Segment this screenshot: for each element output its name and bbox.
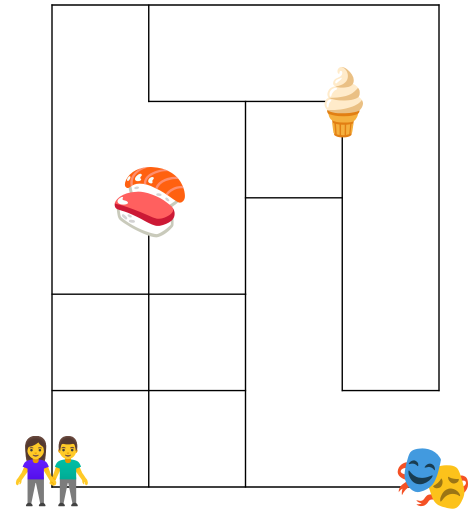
sushi-icon: 🍣 <box>110 164 190 240</box>
maze-pieces: 👫 🍣 🍦 🎭 <box>12 66 473 515</box>
couple-icon: 👫 <box>12 435 92 509</box>
theater-masks-icon: 🎭 <box>393 441 473 515</box>
ice-cream-icon: 🍦 <box>303 66 383 140</box>
